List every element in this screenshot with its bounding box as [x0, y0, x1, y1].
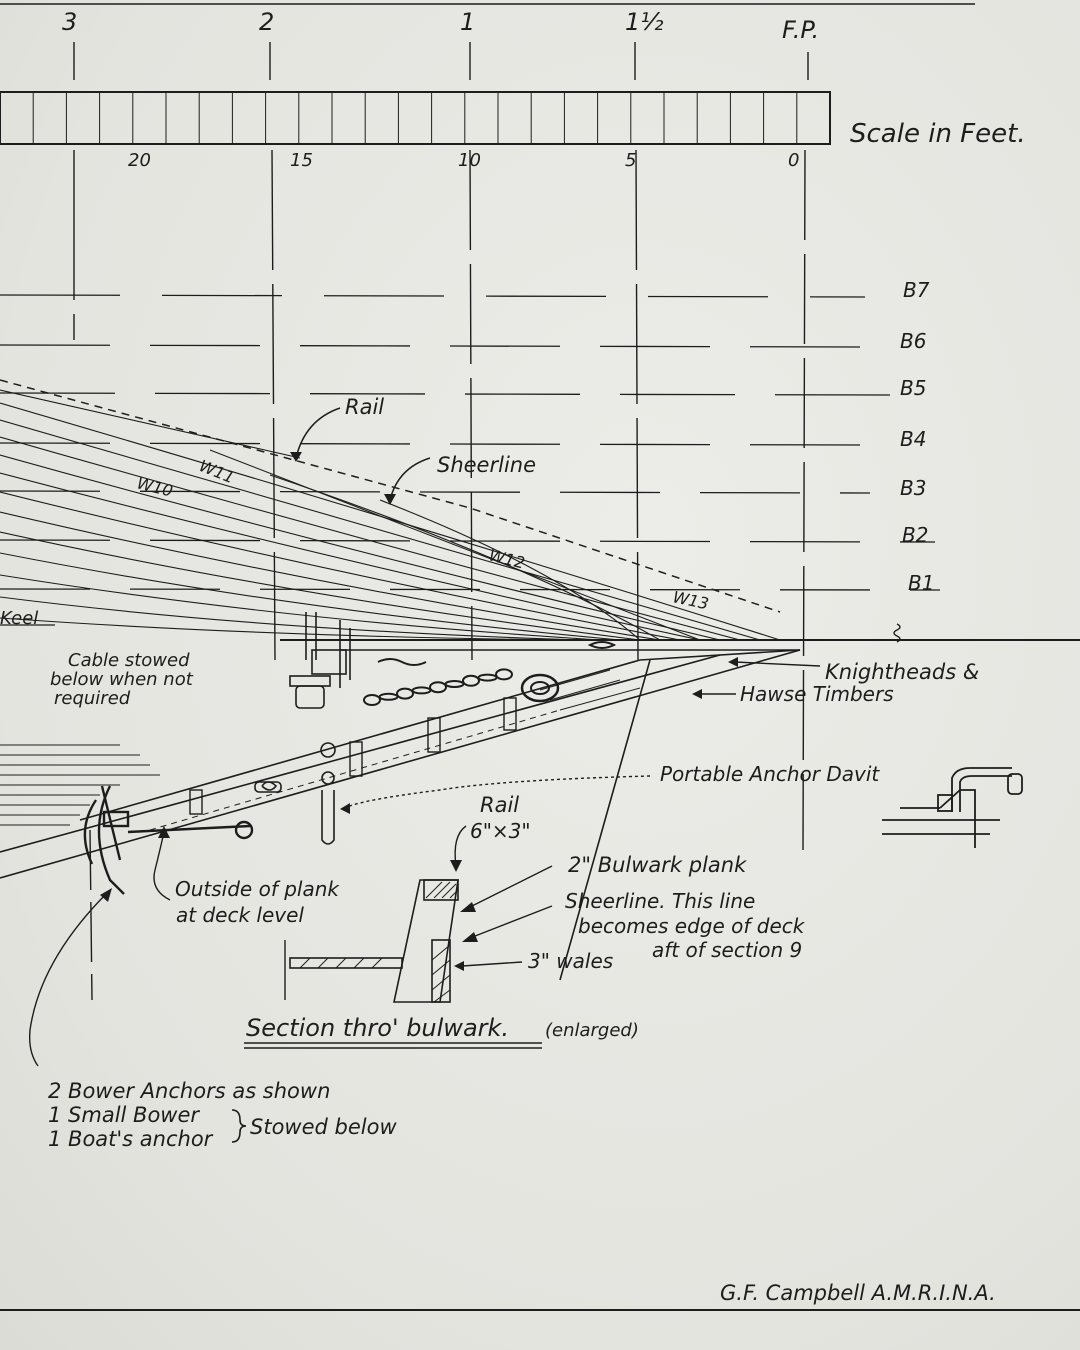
buttock-b4-label: B4 — [900, 427, 926, 451]
bulwark-section-detail — [289, 879, 459, 1003]
anchors-note-line3: 1 Boat's anchor — [48, 1127, 214, 1151]
anchors-note-brace — [231, 1109, 247, 1143]
davit-arrowhead — [340, 803, 350, 814]
sheer-note-line3: aft of section 9 — [652, 938, 802, 962]
hawse-pipe-inner — [530, 681, 550, 695]
buttock-b6-label: B6 — [900, 329, 926, 353]
chain-link — [444, 680, 465, 688]
keel-label: Keel — [0, 608, 38, 629]
buttock-b3-label: B3 — [900, 476, 926, 500]
knightheads-arrowhead — [728, 657, 738, 667]
station-3-label: 3 — [62, 8, 77, 36]
sheer-note-arrowhead — [462, 932, 478, 942]
knightheads-arrow — [734, 661, 821, 667]
scale-tick-10: 10 — [458, 150, 481, 171]
cable-note-line3: required — [54, 688, 131, 709]
chain-link — [429, 681, 447, 694]
scale-tick-20: 20 — [128, 150, 151, 171]
waterline-fan — [0, 389, 781, 641]
scale-tick-0: 0 — [788, 150, 799, 171]
buttock-b7-label: B7 — [903, 278, 930, 302]
bow-deck-plan — [0, 649, 801, 981]
waterline-w13-label: W13 — [671, 587, 710, 613]
signature: G.F. Campbell A.M.R.I.N.A. — [720, 1281, 996, 1305]
outside-plank-line2: at deck level — [176, 903, 304, 927]
wales-arrowhead — [454, 961, 464, 971]
outside-plank-line1: Outside of plank — [175, 877, 340, 901]
rail-arrowhead — [290, 452, 302, 462]
waterline-w10-label: W10 — [135, 473, 175, 500]
section-rail-arrowhead — [450, 860, 462, 872]
inner-plank-line — [149, 709, 561, 831]
knightheads-label: Knightheads & — [825, 660, 979, 684]
bulwark-plank-label: 2" Bulwark plank — [568, 853, 747, 877]
chain-link — [378, 692, 399, 701]
outside-plank-arrowhead — [158, 826, 170, 838]
chain-link — [462, 674, 480, 687]
scale-tick-15: 15 — [290, 150, 313, 171]
scale-bar — [0, 91, 831, 145]
deck-davit — [254, 742, 336, 845]
chain-link — [396, 687, 414, 700]
sheer-note-line2: becomes edge of deck — [578, 914, 806, 938]
cable-note-line2: below when not — [50, 669, 194, 690]
station-fp-label: F.P. — [782, 16, 819, 44]
station-1-label: 1 — [460, 8, 475, 36]
scale-title: Scale in Feet. — [850, 119, 1026, 149]
section-title: Section thro' bulwark. — [246, 1014, 509, 1042]
bulwark-plank-arrow — [467, 865, 553, 909]
rail-label: Rail — [345, 395, 384, 419]
buttock-lines — [0, 294, 941, 591]
sheer-note-line1: Sheerline. This line — [565, 889, 755, 913]
station-1-half-label: 1½ — [625, 8, 664, 36]
sheerline-label: Sheerline — [437, 453, 536, 477]
buttock-b2-label: B2 — [902, 523, 928, 547]
hawse-timbers-label: Hawse Timbers — [740, 682, 894, 706]
section-title-suffix: (enlarged) — [545, 1020, 639, 1041]
sheerline-arrowhead — [384, 494, 396, 505]
cable-note-line1: Cable stowed — [68, 650, 190, 671]
chain-link — [477, 673, 498, 682]
section-rail-size: 6"×3" — [470, 819, 531, 843]
anchors-note-arrow — [28, 891, 109, 1067]
bulwark-stanchions — [189, 697, 517, 815]
windlass — [289, 612, 351, 709]
outside-plank-arrow — [153, 831, 171, 901]
bower-anchor — [83, 785, 254, 895]
anchors-note-line2: 1 Small Bower — [48, 1103, 200, 1127]
anchor-chain — [363, 668, 513, 706]
anchors-stowed-label: Stowed below — [250, 1115, 397, 1139]
wales-arrow — [461, 961, 523, 967]
chain-link — [411, 686, 432, 695]
buttock-b5-label: B5 — [900, 376, 926, 400]
chain-link — [495, 668, 513, 681]
deck-planking — [0, 669, 641, 826]
bulwark-plank-arrowhead — [460, 902, 476, 912]
sheerline-arrow — [389, 457, 431, 501]
anchors-note-arrowhead — [100, 888, 112, 902]
section-rail-label: Rail — [480, 793, 519, 817]
buttock-b1-label: B1 — [908, 571, 934, 595]
break-mark — [893, 623, 901, 643]
sheer-note-arrow — [469, 905, 553, 939]
wales-label: 3" wales — [528, 949, 613, 973]
chain-link — [363, 694, 381, 706]
waterline-w12-label: W12 — [487, 545, 527, 572]
hawse-arrowhead — [692, 689, 702, 699]
rail-arrow — [295, 407, 341, 459]
scale-tick-5: 5 — [625, 150, 636, 171]
rail-line — [0, 379, 781, 613]
hawse-pipe — [520, 673, 560, 703]
cable-link — [377, 658, 427, 666]
davit-label: Portable Anchor Davit — [660, 762, 880, 786]
station-2-label: 2 — [259, 8, 274, 36]
anchors-note-line1: 2 Bower Anchors as shown — [48, 1079, 330, 1103]
davit-detail-drawing — [882, 767, 1023, 848]
cable-eye — [587, 641, 617, 649]
